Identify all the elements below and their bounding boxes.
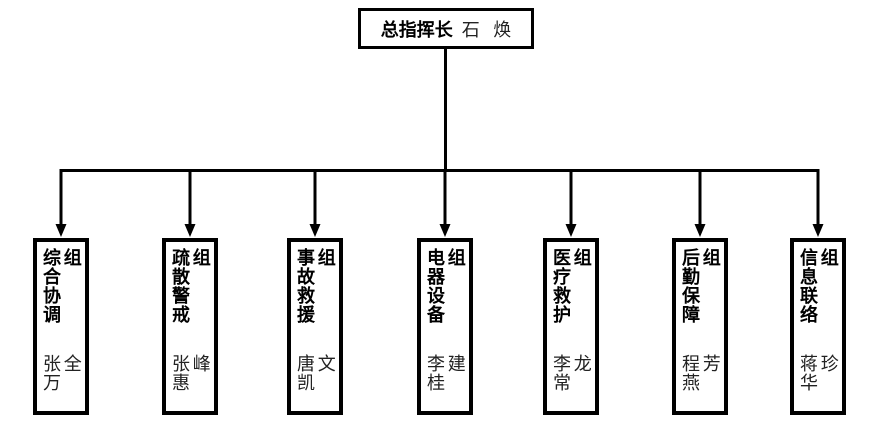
group-name: 疏散警戒组 <box>170 248 211 324</box>
person-name: 张万全 <box>41 354 82 393</box>
connector-arrow-7 <box>812 169 824 237</box>
root-title: 总指挥长 <box>380 19 453 40</box>
group-name: 信息联络组 <box>798 248 839 324</box>
group-name: 后勤保障组 <box>680 248 721 324</box>
child-node-1: 综合协调组 张万全 <box>33 238 89 415</box>
group-name: 医疗救护组 <box>551 248 592 324</box>
child-node-6: 后勤保障组 程燕芳 <box>672 238 728 415</box>
arrow-down-icon <box>309 224 321 237</box>
group-name: 综合协调组 <box>41 248 82 324</box>
arrow-down-icon <box>812 224 824 237</box>
person-name: 程燕芳 <box>680 354 721 393</box>
connector-arrow-6 <box>694 169 706 237</box>
person-name: 李桂建 <box>425 354 466 393</box>
connector-arrow-3 <box>309 169 321 237</box>
connector-arrow-1 <box>55 169 67 237</box>
connector-arrow-4 <box>439 169 451 237</box>
arrow-down-icon <box>565 224 577 237</box>
arrow-down-icon <box>55 224 67 237</box>
child-node-2: 疏散警戒组 张惠峰 <box>162 238 218 415</box>
person-name: 张惠峰 <box>170 354 211 393</box>
group-name: 事故救援组 <box>295 248 336 324</box>
arrow-down-icon <box>184 224 196 237</box>
root-node: 总指挥长 石 焕 <box>358 8 534 49</box>
root-person-name: 石 焕 <box>461 19 512 40</box>
person-name: 唐凯文 <box>295 354 336 393</box>
child-node-7: 信息联络组 蒋华珍 <box>790 238 846 415</box>
child-node-3: 事故救援组 唐凯文 <box>287 238 343 415</box>
child-node-5: 医疗救护组 李常龙 <box>543 238 599 415</box>
person-name: 蒋华珍 <box>798 354 839 393</box>
connector-arrow-2 <box>184 169 196 237</box>
child-node-4: 电器设备组 李桂建 <box>417 238 473 415</box>
arrow-down-icon <box>694 224 706 237</box>
person-name: 李常龙 <box>551 354 592 393</box>
arrow-down-icon <box>439 224 451 237</box>
group-name: 电器设备组 <box>425 248 466 324</box>
connector-arrow-5 <box>565 169 577 237</box>
